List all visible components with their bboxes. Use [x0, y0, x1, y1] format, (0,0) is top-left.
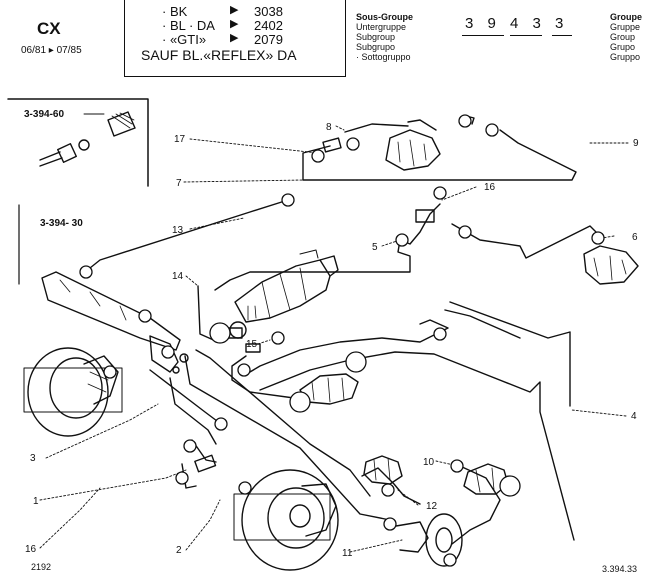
group-labels: Groupe Gruppe Group Grupo Gruppo: [610, 12, 642, 62]
variant-arrow: ▶: [230, 4, 239, 16]
callout-15: 15: [246, 339, 258, 350]
subgroup-code: 3 9 4 3 3: [465, 15, 569, 32]
fitting-icon: [39, 111, 136, 167]
brake-pipe: [451, 223, 599, 259]
fitting-markers: [79, 114, 605, 567]
group-label: Group: [610, 32, 636, 42]
leader-lines: [39, 125, 629, 553]
callout-1: 1: [33, 496, 39, 507]
callout-14: 14: [172, 271, 184, 282]
brake-pipe: [169, 377, 217, 445]
subgroup-label: · Sottogruppo: [356, 52, 411, 62]
brake-pipe: [451, 465, 501, 545]
callout-13: 13: [172, 225, 184, 236]
callout-10: 10: [423, 457, 435, 468]
callout-9: 9: [633, 138, 639, 149]
brake-pipe: [214, 203, 441, 291]
subgroup-label: Untergruppe: [356, 22, 407, 32]
exception-note: SAUF BL.«REFLEX» DA: [141, 47, 297, 63]
brake-pipe: [302, 129, 577, 181]
callout-12: 12: [426, 501, 438, 512]
subgroup-label: Sous-Groupe: [356, 12, 414, 22]
model-name: CX: [37, 19, 61, 38]
callout-16: 16: [25, 544, 37, 555]
group-label: Grupo: [610, 42, 636, 52]
brake-pipe: [195, 349, 371, 497]
brake-pipe: [149, 369, 222, 425]
group-label: Groupe: [610, 12, 643, 22]
callout-8: 8: [326, 122, 332, 133]
code-underline: [462, 35, 504, 36]
axle-arm-icon: [41, 271, 189, 374]
brake-disc-icon: [395, 513, 463, 567]
page-reference: 3.394.33: [602, 564, 638, 574]
figure-code: 2192: [31, 562, 52, 572]
subgroup-labels: Sous-Groupe Untergruppe Subgroup Subgrup…: [356, 12, 413, 62]
production-dates: 06/81 ▸ 07/85: [21, 45, 82, 56]
brake-pipe: [361, 467, 421, 505]
callout-6: 6: [632, 232, 638, 243]
code-underline: [510, 35, 542, 36]
code-underline: [552, 35, 572, 36]
subgroup-label: Subgroup: [356, 32, 396, 42]
brake-pipe: [259, 351, 575, 541]
variant-number: 3038: [254, 4, 283, 19]
callout-11: 11: [342, 548, 353, 559]
inset-box: [7, 98, 149, 187]
variant-name: · BK: [162, 4, 188, 19]
master-cylinder-icon: [229, 249, 339, 339]
subgroup-label: Subgrupo: [356, 42, 396, 52]
fitting-icon: [194, 137, 435, 473]
brake-pipe: [249, 319, 449, 373]
callout-17: 17: [174, 134, 186, 145]
brake-valve-icon: [385, 119, 441, 171]
caliper-icon: [363, 455, 403, 485]
brake-pipe: [444, 309, 521, 339]
brake-disc-icon: [233, 469, 339, 571]
rear-caliper-icon: [583, 245, 639, 285]
brake-pipe: [84, 199, 289, 273]
variant-number: 2079: [254, 32, 283, 47]
brake-pipe: [449, 301, 571, 407]
brake-pipe: [231, 355, 295, 399]
callout-5: 5: [372, 242, 378, 253]
brake-pipe: [191, 439, 217, 463]
reference-label: 3-394-60: [24, 109, 64, 120]
variant-box: · BK ▶ 3038 · BL · DA ▶ 2402 · «GTI» ▶ 2…: [124, 0, 346, 77]
variant-name: · BL · DA: [162, 18, 215, 33]
brake-pipe: [184, 355, 391, 521]
variant-arrow: ▶: [230, 18, 239, 30]
group-label: Gruppe: [610, 22, 641, 32]
reference-label: 3-394- 30: [40, 218, 83, 229]
variant-number: 2402: [254, 18, 283, 33]
callout-16: 16: [484, 182, 496, 193]
variant-arrow: ▶: [230, 32, 239, 44]
group-label: Gruppo: [610, 52, 641, 62]
brake-disc-icon: [23, 347, 123, 437]
callout-4: 4: [631, 411, 637, 422]
compensator-icon: [299, 373, 359, 405]
callout-3: 3: [30, 453, 36, 464]
variant-name: · «GTI»: [162, 32, 207, 47]
callout-2: 2: [176, 545, 182, 556]
callout-7: 7: [176, 178, 182, 189]
brake-pipe: [344, 123, 409, 133]
